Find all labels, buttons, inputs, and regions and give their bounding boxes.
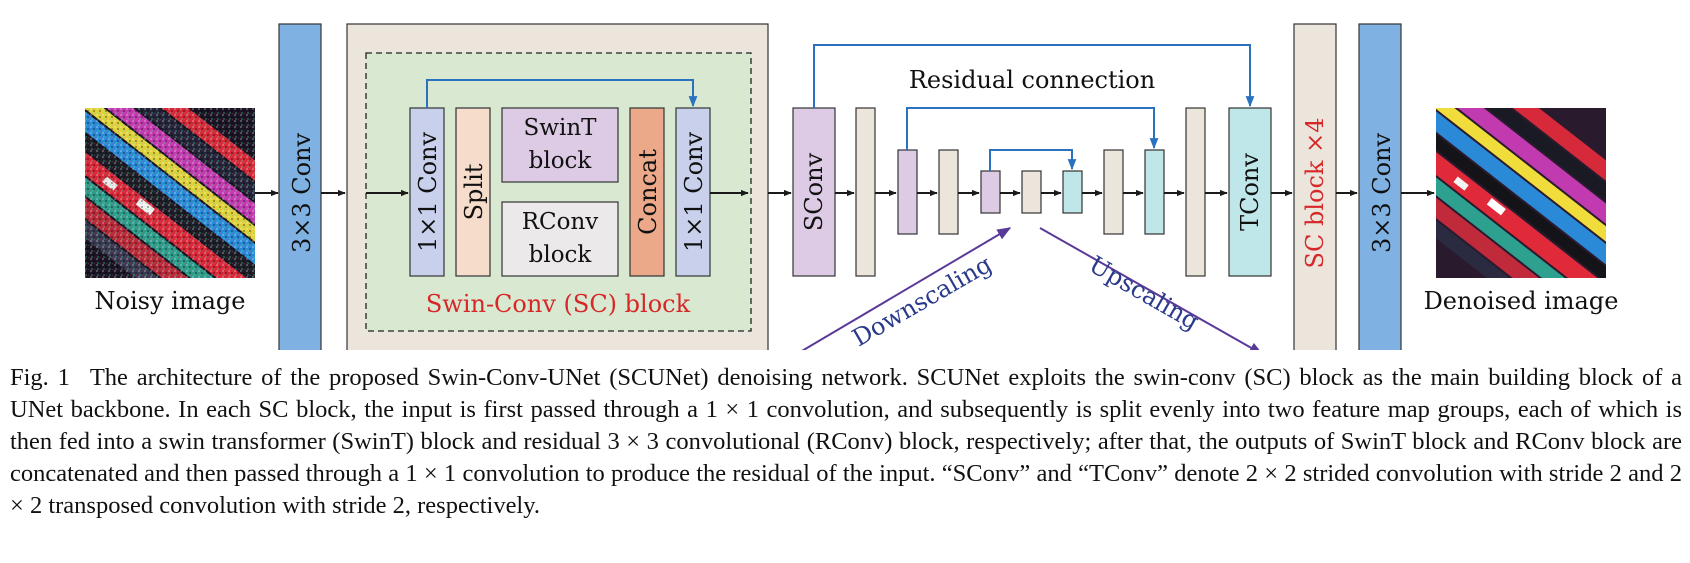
unet-beige-block-4 xyxy=(1185,107,1206,277)
tconv-block: TConv xyxy=(1228,107,1272,277)
rconv-label-line2: block xyxy=(529,242,593,268)
sc-residual-arrow xyxy=(426,79,698,108)
sc-block-x4: SC block ×4 xyxy=(1293,23,1337,350)
unet-cyan-block-2 xyxy=(1144,149,1165,235)
conv1x1-left-block: 1×1 Conv xyxy=(409,107,445,277)
residual-arrow-middle xyxy=(906,107,1159,150)
tconv-label: TConv xyxy=(1236,153,1264,231)
conv3x3-left-block: 3×3 Conv xyxy=(278,23,322,350)
architecture-diagram: Noisy image 3×3 Conv 1×1 Conv Split Swin… xyxy=(85,23,1619,350)
sc-block-x4-label: SC block ×4 xyxy=(1301,118,1329,269)
residual-connection-label: Residual connection xyxy=(909,66,1155,94)
conv3x3-right-block: 3×3 Conv xyxy=(1358,23,1402,350)
split-block: Split xyxy=(455,107,491,277)
unet-beige-block-1 xyxy=(855,107,876,277)
downscaling-arrow xyxy=(801,227,1012,350)
unet-purple-block-1 xyxy=(897,149,918,235)
concat-label: Concat xyxy=(634,149,662,235)
swint-label-line1: SwinT xyxy=(524,115,598,141)
unet-beige-block-2 xyxy=(938,149,959,235)
upscaling-arrow xyxy=(1039,227,1264,350)
unet-cyan-block-1 xyxy=(1062,170,1083,214)
unet-purple-block-2 xyxy=(980,170,1001,214)
conv1x1-right-label: 1×1 Conv xyxy=(680,132,708,253)
denoised-image xyxy=(1436,108,1606,278)
concat-block: Concat xyxy=(629,107,665,277)
sc-block-label: Swin-Conv (SC) block xyxy=(426,290,691,318)
rconv-block: RConv block xyxy=(501,201,619,277)
unet-beige-block-3 xyxy=(1103,149,1124,235)
sconv-label: SConv xyxy=(800,152,828,231)
rconv-label-line1: RConv xyxy=(522,209,599,235)
residual-arrow-inner xyxy=(989,149,1077,171)
split-label: Split xyxy=(460,163,488,220)
conv3x3-right-label: 3×3 Conv xyxy=(1368,133,1396,254)
denoised-image-label: Denoised image xyxy=(1424,287,1619,315)
residual-arrow-outer xyxy=(813,44,1255,108)
sconv-block: SConv xyxy=(792,107,836,277)
caption-text: The architecture of the proposed Swin-Co… xyxy=(10,364,1683,519)
noisy-image xyxy=(85,108,255,278)
conv1x1-right-block: 1×1 Conv xyxy=(675,107,711,277)
figure-label: Fig. 1 xyxy=(10,364,70,391)
conv1x1-left-label: 1×1 Conv xyxy=(414,132,442,253)
noisy-image-label: Noisy image xyxy=(95,287,246,315)
unet-bottleneck-block xyxy=(1021,170,1042,214)
swint-block: SwinT block xyxy=(501,107,619,183)
swint-label-line2: block xyxy=(529,148,593,174)
conv3x3-left-label: 3×3 Conv xyxy=(288,133,316,254)
